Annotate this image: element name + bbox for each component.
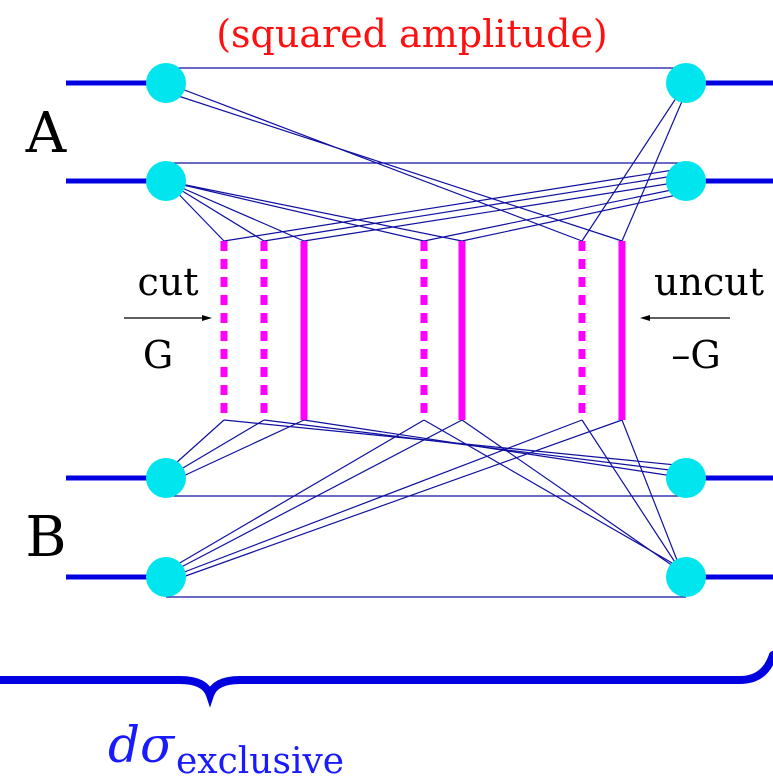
nucleus-a-label: A (25, 101, 67, 166)
link (165, 180, 305, 242)
link (303, 180, 687, 242)
node-b1-left (146, 458, 186, 498)
link (581, 82, 687, 242)
node-b2-left (146, 557, 186, 597)
node-b2-right (666, 557, 706, 597)
pomeron-exchanges (220, 241, 626, 420)
link (165, 180, 425, 242)
link (461, 192, 687, 242)
node-b1-right (666, 458, 706, 498)
thin-connections (165, 67, 687, 598)
uncut-arrow-annotation: uncut –G (640, 260, 764, 377)
link (461, 419, 687, 576)
link (165, 82, 583, 242)
link (165, 419, 623, 584)
cut-label: cut (137, 260, 198, 304)
link (165, 419, 305, 485)
cut-arrow-annotation: cut G (124, 260, 212, 377)
link (165, 91, 623, 242)
link (621, 419, 687, 584)
dsigma-symbol: dσ (108, 716, 176, 774)
link (423, 186, 687, 242)
cross-section-label: dσ exclusive (108, 716, 344, 782)
link (303, 419, 687, 479)
link (165, 419, 583, 580)
link (423, 419, 687, 572)
diagram-title: (squared amplitude) (216, 12, 608, 56)
uncut-label: uncut (654, 260, 764, 304)
node-a2-right (666, 161, 706, 201)
minus-g-label: –G (671, 333, 720, 377)
link (581, 419, 687, 580)
arrowhead-icon (640, 315, 650, 321)
underbrace (0, 651, 773, 708)
nucleon-nodes (146, 63, 706, 597)
nucleon-lines (66, 80, 773, 580)
link (165, 419, 463, 576)
nucleus-b-label: B (25, 505, 66, 570)
link (223, 167, 687, 242)
exclusive-subscript: exclusive (176, 741, 344, 782)
node-a2-left (146, 161, 186, 201)
node-a1-right (666, 63, 706, 103)
link (165, 419, 425, 572)
node-a1-left (146, 63, 186, 103)
link (621, 91, 687, 242)
link (165, 180, 463, 242)
link (263, 173, 687, 242)
arrowhead-icon (202, 315, 212, 321)
g-label: G (143, 333, 173, 377)
